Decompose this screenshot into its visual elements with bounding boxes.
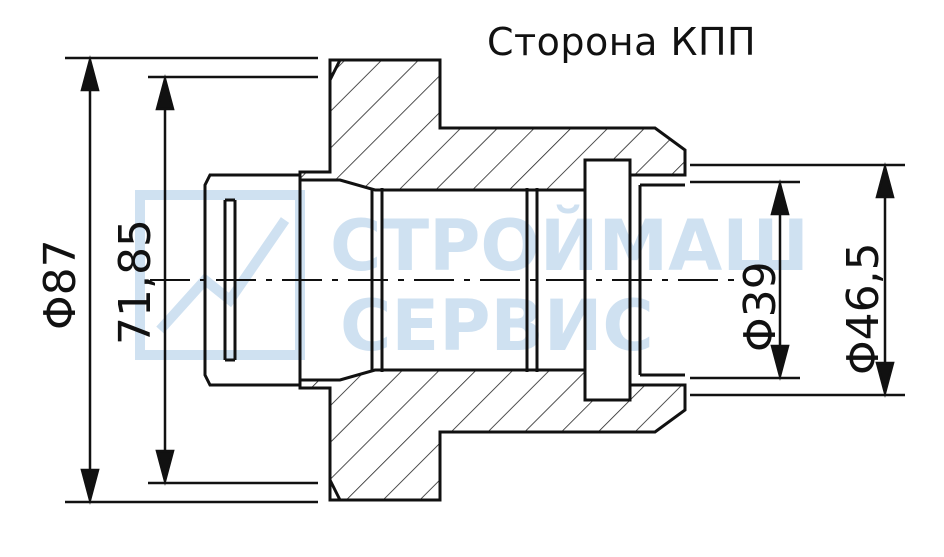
dim-outer-diameter-label: Φ87 [35,239,86,330]
dim-inner-span [148,74,318,486]
watermark-line2: СЕРВИС [340,285,654,367]
dim-bore [690,162,905,398]
watermark-line1: СТРОЙМАШ [330,205,809,287]
side-caption: Сторона КПП [487,20,757,64]
watermark: СТРОЙМАШ СЕРВИС [135,190,809,367]
dim-small-bore [690,179,800,381]
dim-inner-span-label: 71,85 [110,219,161,345]
dim-outer-diameter [65,55,318,505]
dim-bore-label: Φ46,5 [838,242,889,375]
dim-small-bore-label: Φ39 [735,261,786,352]
